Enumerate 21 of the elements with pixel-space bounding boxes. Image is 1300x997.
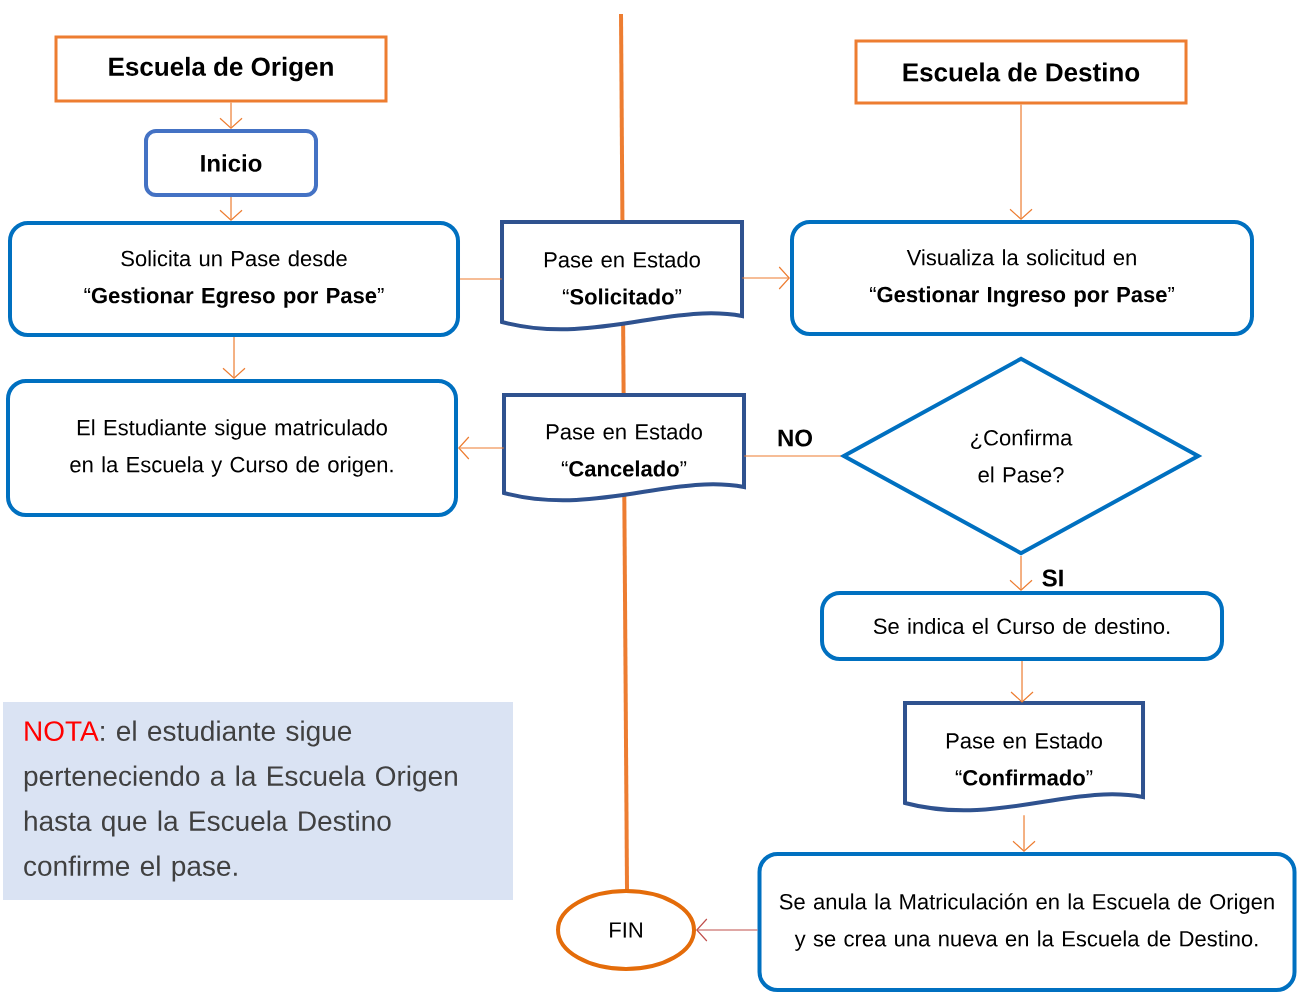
process-box: Solicita un Pase desde “Gestionar Egreso por Pase” [8, 221, 460, 337]
arrow [741, 266, 790, 290]
arrow [219, 196, 243, 221]
note-box: NOTA: el estudiante sigue perteneciendo a la Escuela Origen hasta que la Escuela Destino confirme el pase. [3, 702, 513, 900]
process-box: Se indica el Curso de destino. [820, 591, 1224, 661]
arrow [219, 101, 243, 129]
arrow [1009, 555, 1033, 591]
arrow [458, 436, 505, 460]
process-box: El Estudiante sigue matriculado en la Escuela y Curso de origen. [6, 379, 458, 517]
arrow [696, 918, 759, 942]
arrow [1009, 103, 1033, 220]
process-box: Visualiza la solicitud en “Gestionar Ingreso por Pase” [790, 220, 1254, 336]
lane-header-box: Escuela de Destino [854, 39, 1188, 105]
process-box: Se anula la Matriculación en la Escuela de Origen y se crea una nueva en la Escuela de Destino. [757, 852, 1297, 992]
arrow [222, 336, 246, 379]
arrow [1012, 814, 1036, 852]
arrow [1010, 660, 1034, 703]
lane-header-box: Escuela de Origen [54, 35, 388, 103]
edge-label: NO [776, 428, 814, 448]
edge-label: SI [1040, 568, 1066, 588]
start-box: Inicio [144, 129, 318, 197]
